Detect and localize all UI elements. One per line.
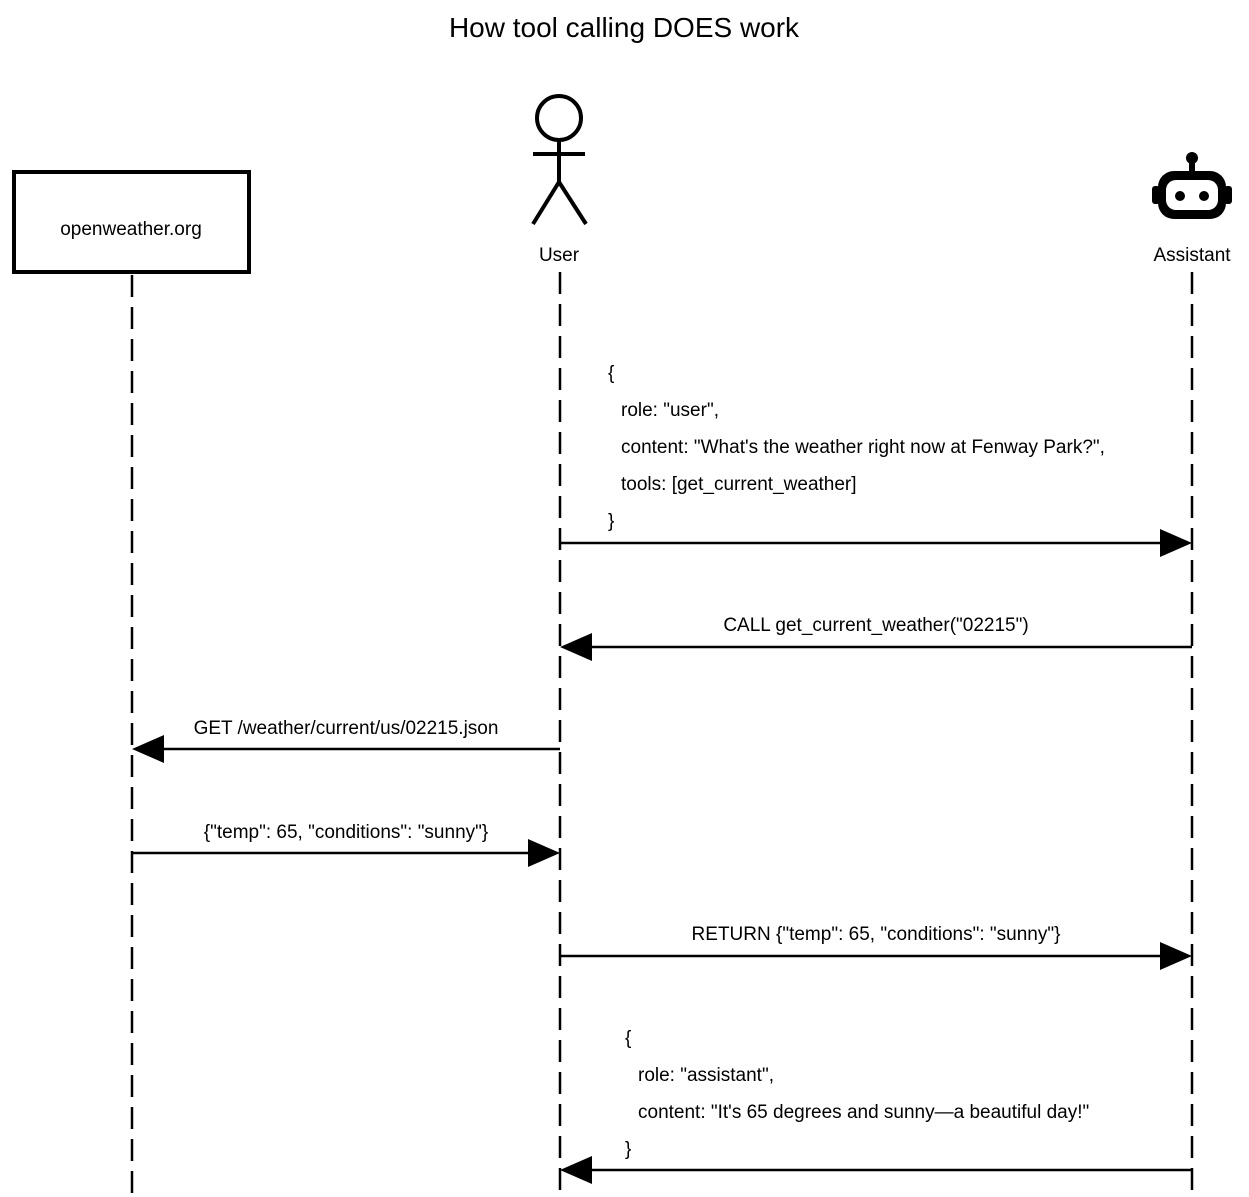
message-text-line: } <box>608 511 614 532</box>
message-text-line: {"temp": 65, "conditions": "sunny"} <box>204 822 488 843</box>
arrowhead <box>560 1156 592 1184</box>
participant-openweather: openweather.org <box>12 170 251 274</box>
message-text-line: tools: [get_current_weather] <box>621 474 857 495</box>
participant-label-assistant: Assistant <box>1153 245 1231 266</box>
message-text-line: role: "assistant", <box>638 1065 774 1086</box>
message-5: RETURN {"temp": 65, "conditions": "sunny… <box>560 924 1192 970</box>
arrowhead <box>132 735 164 763</box>
message-text-line: } <box>625 1139 631 1160</box>
message-text-line: CALL get_current_weather("02215") <box>723 615 1028 636</box>
message-2: CALL get_current_weather("02215") <box>560 615 1192 661</box>
message-text-line: role: "user", <box>621 400 719 421</box>
robot-icon <box>1152 152 1232 219</box>
message-4: {"temp": 65, "conditions": "sunny"} <box>132 822 560 867</box>
message-text-line: GET /weather/current/us/02215.json <box>194 718 499 739</box>
participant-label-user: User <box>539 245 580 266</box>
message-6: { role: "assistant", content: "It's 65 d… <box>560 1028 1192 1184</box>
diagram-title: How tool calling DOES work <box>449 12 800 43</box>
message-3: GET /weather/current/us/02215.json <box>132 718 560 763</box>
participant-label-openweather: openweather.org <box>60 219 202 240</box>
arrowhead <box>560 633 592 661</box>
stick-figure-icon <box>531 94 588 226</box>
message-1: { role: "user", content: "What's the wea… <box>560 363 1192 557</box>
arrowhead <box>528 839 560 867</box>
message-text-line: { <box>625 1028 632 1049</box>
participant-assistant: Assistant <box>1152 152 1232 266</box>
participant-user: User <box>531 94 588 266</box>
message-text-line: RETURN {"temp": 65, "conditions": "sunny… <box>692 924 1061 945</box>
arrowhead <box>1160 942 1192 970</box>
participant-box <box>12 170 251 274</box>
message-text-line: content: "It's 65 degrees and sunny—a be… <box>638 1102 1089 1123</box>
message-text-line: content: "What's the weather right now a… <box>621 437 1105 458</box>
arrowhead <box>1160 529 1192 557</box>
message-text-line: { <box>608 363 615 384</box>
